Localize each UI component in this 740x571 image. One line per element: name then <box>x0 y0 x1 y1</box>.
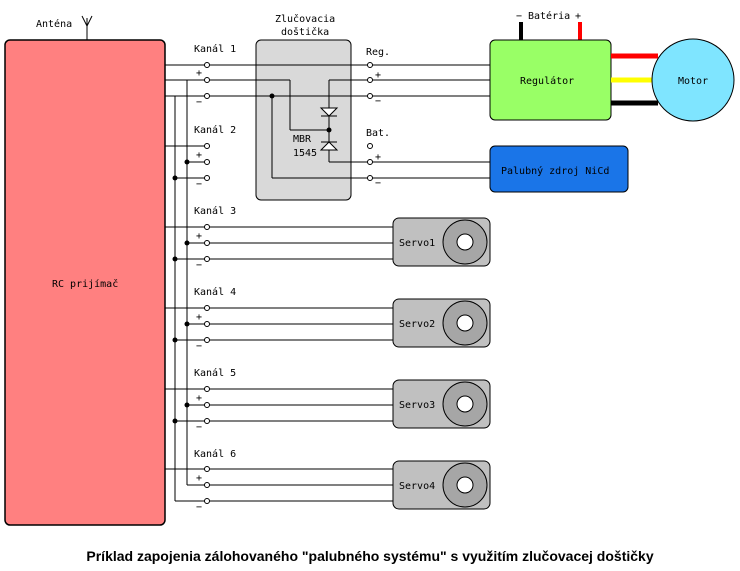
channel-1-pins <box>204 62 373 181</box>
antenna <box>81 15 93 41</box>
diode-mbr1545 <box>319 107 339 151</box>
channel-4-minus: − <box>196 341 202 352</box>
nicd-pack <box>489 145 629 193</box>
diode-label-line2: 1545 <box>293 148 317 159</box>
servo-2 <box>392 298 491 348</box>
channel-1-minus: − <box>196 97 202 108</box>
servo-4 <box>392 460 491 510</box>
motor <box>651 38 735 122</box>
servo-1-label: Servo1 <box>399 238 435 249</box>
channel-1-wires <box>165 64 490 179</box>
channel-6-label: Kanál 6 <box>194 448 236 460</box>
motor-label: Motor <box>678 76 708 87</box>
servo-3 <box>392 379 491 429</box>
junction-dot <box>326 127 332 133</box>
channel-4-plus: + <box>196 312 202 323</box>
junction-dot <box>269 93 275 99</box>
battery-plus: + <box>575 11 581 22</box>
servo-2-label: Servo2 <box>399 319 435 330</box>
reg-minus: − <box>375 96 381 107</box>
channel-2-label: Kanál 2 <box>194 124 236 136</box>
channel-3-wires <box>165 224 395 262</box>
channel-3-label: Kanál 3 <box>194 205 236 217</box>
power-buses <box>165 80 188 501</box>
reg-label: Reg. <box>366 47 390 58</box>
channel-6-wires <box>165 466 395 504</box>
channel-4-wires <box>165 305 395 343</box>
rc-receiver <box>4 39 166 526</box>
bat-plus: + <box>375 152 381 163</box>
bat-minus: − <box>375 178 381 189</box>
battery-leads <box>519 22 582 41</box>
channel-3-plus: + <box>196 231 202 242</box>
channel-6-plus: + <box>196 473 202 484</box>
bat-label: Bat. <box>366 128 390 139</box>
merge-board-title-line2: doštička <box>281 26 329 38</box>
channel-5-wires <box>165 386 395 424</box>
servo-4-label: Servo4 <box>399 481 435 492</box>
reg-plus: + <box>375 70 381 81</box>
battery-label: Batéria <box>528 10 570 22</box>
channel-2-minus: − <box>196 179 202 190</box>
channel-4-label: Kanál 4 <box>194 286 236 298</box>
channel-1-plus: + <box>196 68 202 79</box>
channel-2-wires <box>165 143 210 181</box>
channel-5-minus: − <box>196 422 202 433</box>
nicd-pack-label: Palubný zdroj NiCd <box>501 165 609 177</box>
servo-3-label: Servo3 <box>399 400 435 411</box>
antenna-label: Anténa <box>36 18 72 30</box>
battery-minus: − <box>516 11 522 22</box>
channel-6-minus: − <box>196 502 202 513</box>
servo-1 <box>392 217 491 267</box>
channel-3-minus: − <box>196 260 202 271</box>
rc-receiver-label: RC prijímač <box>52 278 118 290</box>
channel-5-label: Kanál 5 <box>194 367 236 379</box>
channel-5-plus: + <box>196 393 202 404</box>
channel-2-plus: + <box>196 150 202 161</box>
motor-wires <box>611 53 658 106</box>
channel-1-label: Kanál 1 <box>194 43 236 55</box>
merge-board <box>255 39 352 201</box>
merge-board-title-line1: Zlučovacia <box>275 13 335 25</box>
caption: Príklad zapojenia zálohovaného "palubnéh… <box>86 548 653 564</box>
regulator-label: Regulátor <box>520 75 574 87</box>
diode-label-line1: MBR <box>293 134 312 145</box>
